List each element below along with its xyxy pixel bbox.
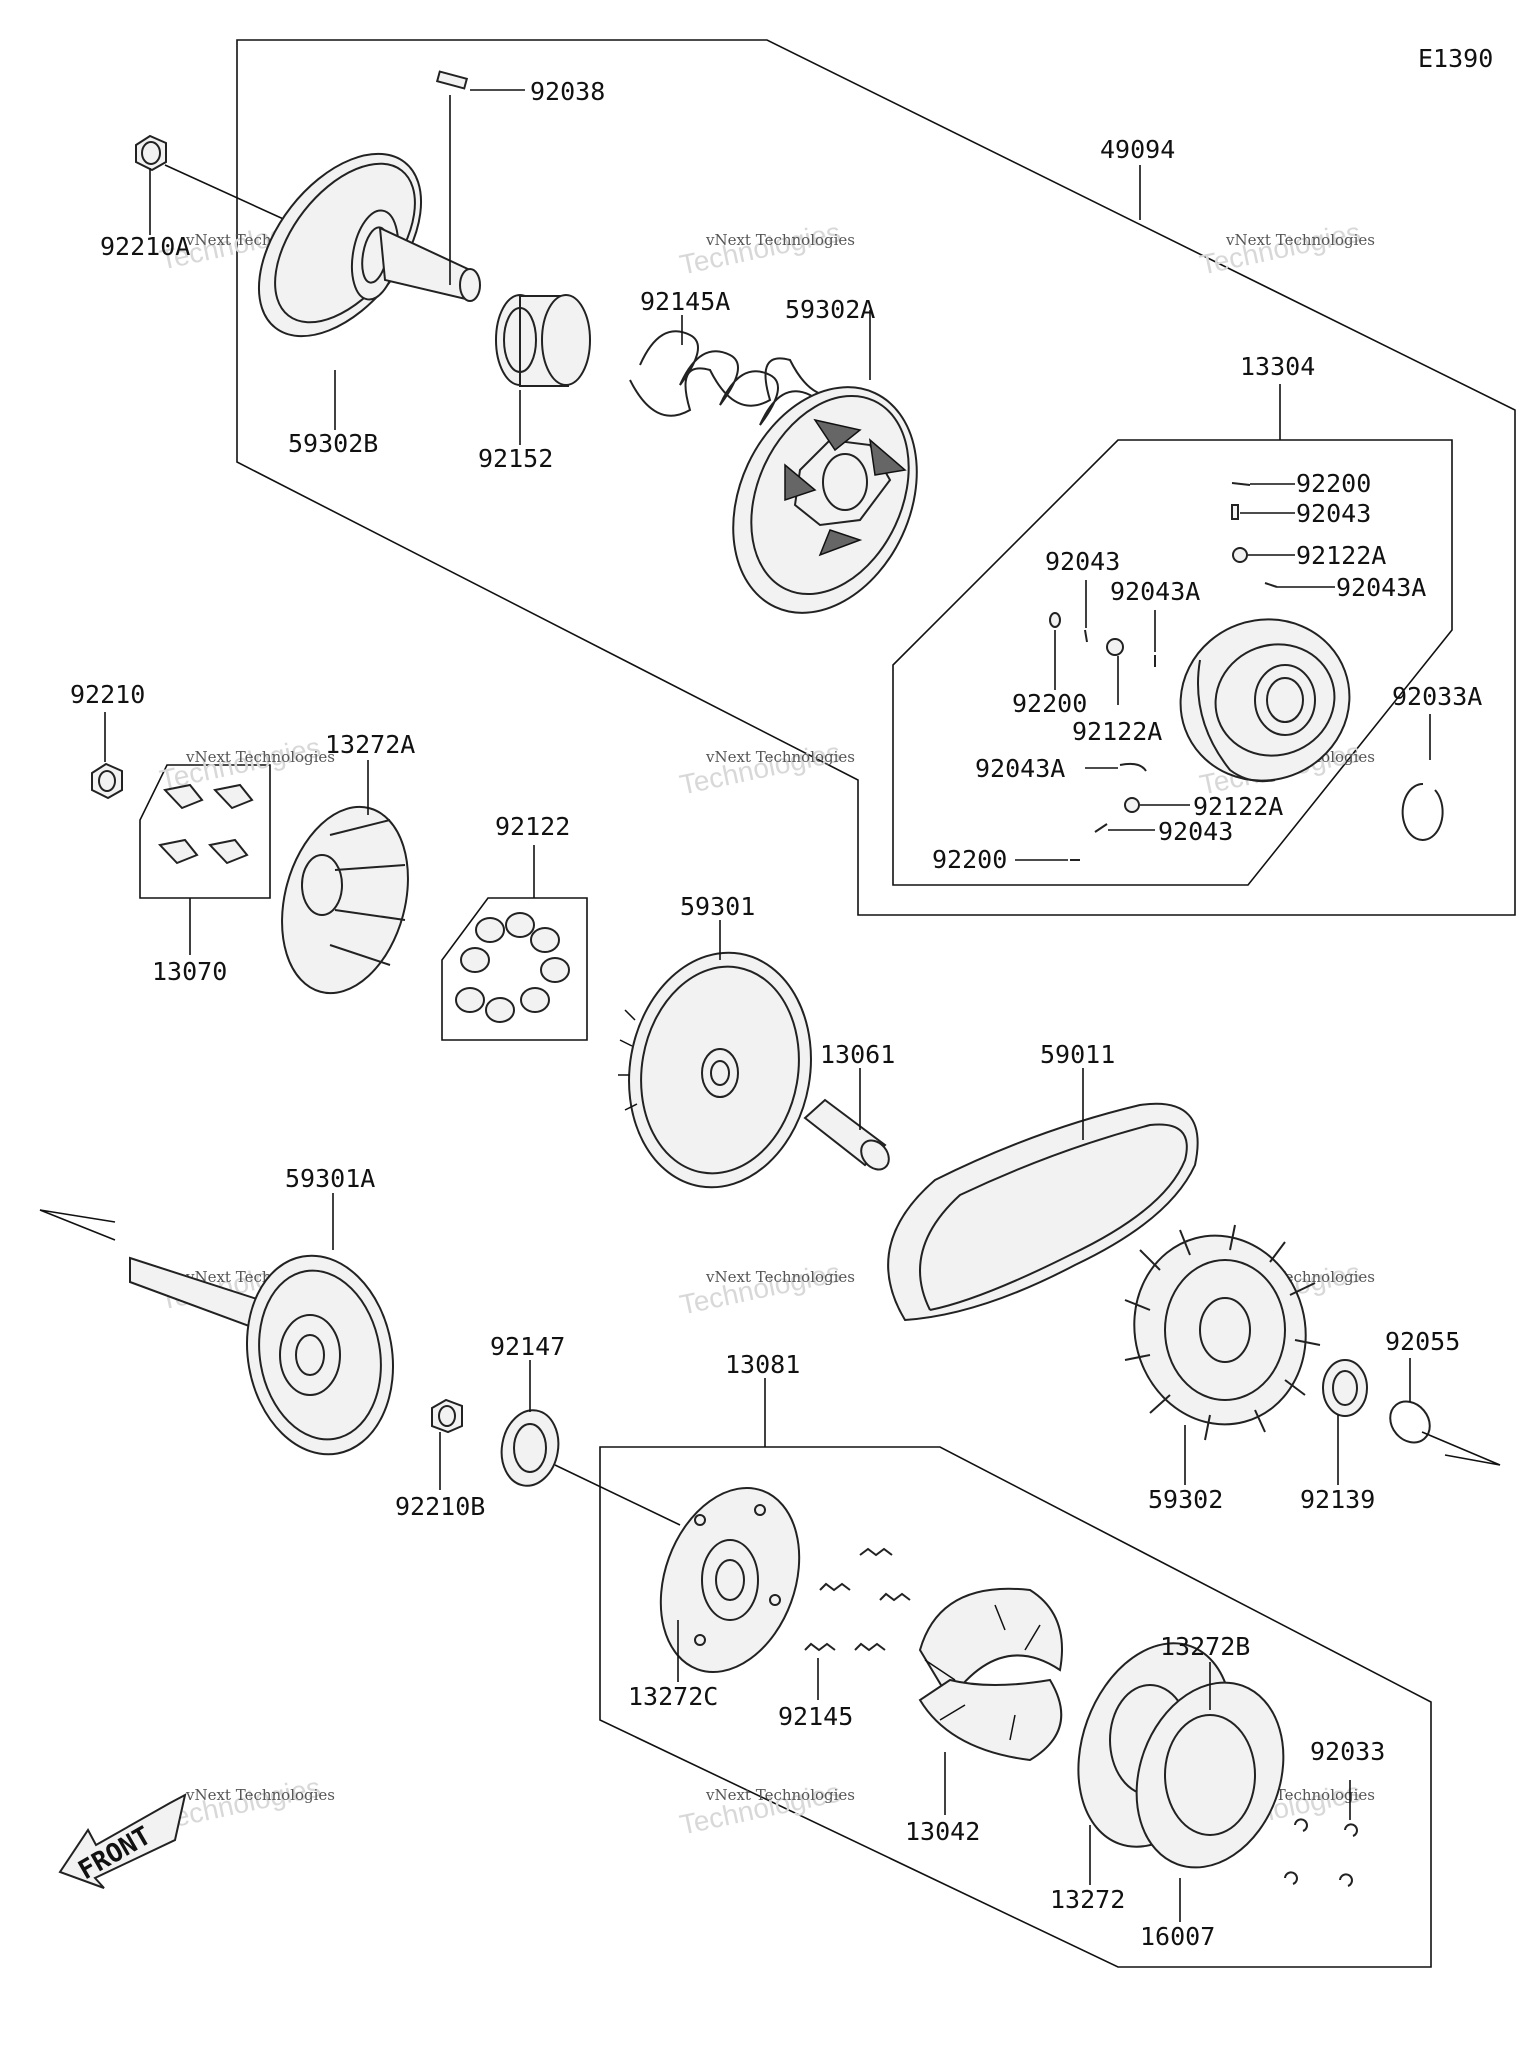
watermark-text: vNext Technologies	[705, 231, 855, 249]
label-92043-c: 92043	[1158, 817, 1233, 846]
label-49094: 49094	[1100, 135, 1175, 164]
bearing-92147	[500, 1409, 560, 1487]
watermark-text: vNext Technologies	[1225, 231, 1375, 249]
watermark-text: vNext Technologies	[185, 1786, 335, 1804]
nut-92210B	[431, 1398, 463, 1434]
label-13272C: 13272C	[628, 1682, 718, 1711]
watermark-text: vNext Technologies	[705, 1786, 855, 1804]
watermark: Technologies	[677, 736, 843, 800]
movable-sheave-59302A	[732, 386, 918, 614]
arrow-right	[1421, 1431, 1501, 1466]
label-92055: 92055	[1385, 1327, 1460, 1356]
label-59302A: 59302A	[785, 295, 875, 324]
label-92033: 92033	[1310, 1737, 1385, 1766]
label-92210: 92210	[70, 680, 145, 709]
small-parts-13304	[1015, 482, 1335, 861]
cover-13304	[1179, 618, 1351, 783]
label-92210B: 92210B	[395, 1492, 485, 1521]
label-92122: 92122	[495, 812, 570, 841]
fixed-sheave-59302B	[257, 152, 481, 338]
label-13042: 13042	[905, 1817, 980, 1846]
circlip-92033A	[1401, 782, 1444, 841]
label-92122A-b: 92122A	[1072, 717, 1162, 746]
watermark: Technologies	[677, 1256, 843, 1320]
label-13061: 13061	[820, 1040, 895, 1069]
sliders-13070	[158, 783, 254, 865]
watermark-bg: Technologies	[677, 1256, 843, 1320]
sleeve-13061	[803, 1098, 890, 1171]
label-13272B: 13272B	[1160, 1632, 1250, 1661]
plate-13272B	[1135, 1681, 1285, 1869]
label-92200-b: 92200	[1012, 689, 1087, 718]
label-92145: 92145	[778, 1702, 853, 1731]
spring-92145A	[629, 330, 851, 446]
label-92145A: 92145A	[640, 287, 730, 316]
sheave-59301	[618, 951, 812, 1189]
watermark-bg: Technologies	[677, 736, 843, 800]
label-92043-a: 92043	[1296, 499, 1371, 528]
arrow-left	[39, 1209, 116, 1241]
label-92152: 92152	[478, 444, 553, 473]
label-92122A-c: 92122A	[1193, 792, 1283, 821]
watermark-text: vNext Technologies	[185, 748, 335, 766]
clutch-shoes-13042	[918, 1587, 1063, 1762]
leader-shaft-lower	[554, 1464, 681, 1526]
label-16007: 16007	[1140, 1922, 1215, 1951]
label-59302B: 59302B	[288, 429, 378, 458]
springs-92145	[804, 1547, 911, 1652]
watermark-text: vNext Technologies	[705, 748, 855, 766]
label-59301A: 59301A	[285, 1164, 375, 1193]
nut-92210	[91, 762, 123, 800]
label-92210A: 92210A	[100, 232, 190, 261]
assembly-outline-13070	[139, 764, 271, 899]
label-92139: 92139	[1300, 1485, 1375, 1514]
drum-59301A	[129, 1254, 395, 1456]
assembly-outline-49094	[236, 39, 1516, 916]
front-label: FRONT	[74, 1821, 157, 1886]
label-13272: 13272	[1050, 1885, 1125, 1914]
label-92043A-a: 92043A	[1110, 577, 1200, 606]
label-13081: 13081	[725, 1350, 800, 1379]
label-92043A-b: 92043A	[1336, 573, 1426, 602]
nut-92210A	[135, 134, 167, 172]
label-13304: 13304	[1240, 352, 1315, 381]
ramp-plate-13272A	[281, 805, 409, 995]
label-59302: 59302	[1148, 1485, 1223, 1514]
leader-shaft	[164, 164, 291, 223]
label-13272A: 13272A	[325, 730, 415, 759]
belt-59011	[887, 1102, 1199, 1322]
rollers-92122	[455, 912, 570, 1023]
label-92038: 92038	[530, 77, 605, 106]
label-92043A-c: 92043A	[975, 754, 1065, 783]
bearing-92139	[1322, 1359, 1368, 1417]
label-92200-c: 92200	[932, 845, 1007, 874]
label-59011: 59011	[1040, 1040, 1115, 1069]
label-92043-b: 92043	[1045, 547, 1120, 576]
fan-sheave-59302	[1124, 1224, 1321, 1441]
label-92122A-a: 92122A	[1296, 541, 1386, 570]
clips-92033	[1284, 1818, 1358, 1887]
label-59301: 59301	[680, 892, 755, 921]
collar-92152	[495, 294, 591, 387]
key-92038	[435, 70, 469, 90]
label-92147: 92147	[490, 1332, 565, 1361]
assembly-outline-13304	[892, 439, 1453, 886]
label-92033A: 92033A	[1392, 682, 1482, 711]
clutch-hub-13272C	[659, 1487, 801, 1673]
oring-92055	[1389, 1400, 1431, 1444]
label-13070: 13070	[152, 957, 227, 986]
assembly-outline-92122	[441, 897, 588, 1041]
front-arrow: FRONT	[58, 1793, 187, 1889]
label-92200-a: 92200	[1296, 469, 1371, 498]
watermark-text: vNext Technologies	[705, 1268, 855, 1286]
assembly-outline-13081	[599, 1446, 1432, 1968]
diagram-code: E1390	[1418, 44, 1493, 73]
